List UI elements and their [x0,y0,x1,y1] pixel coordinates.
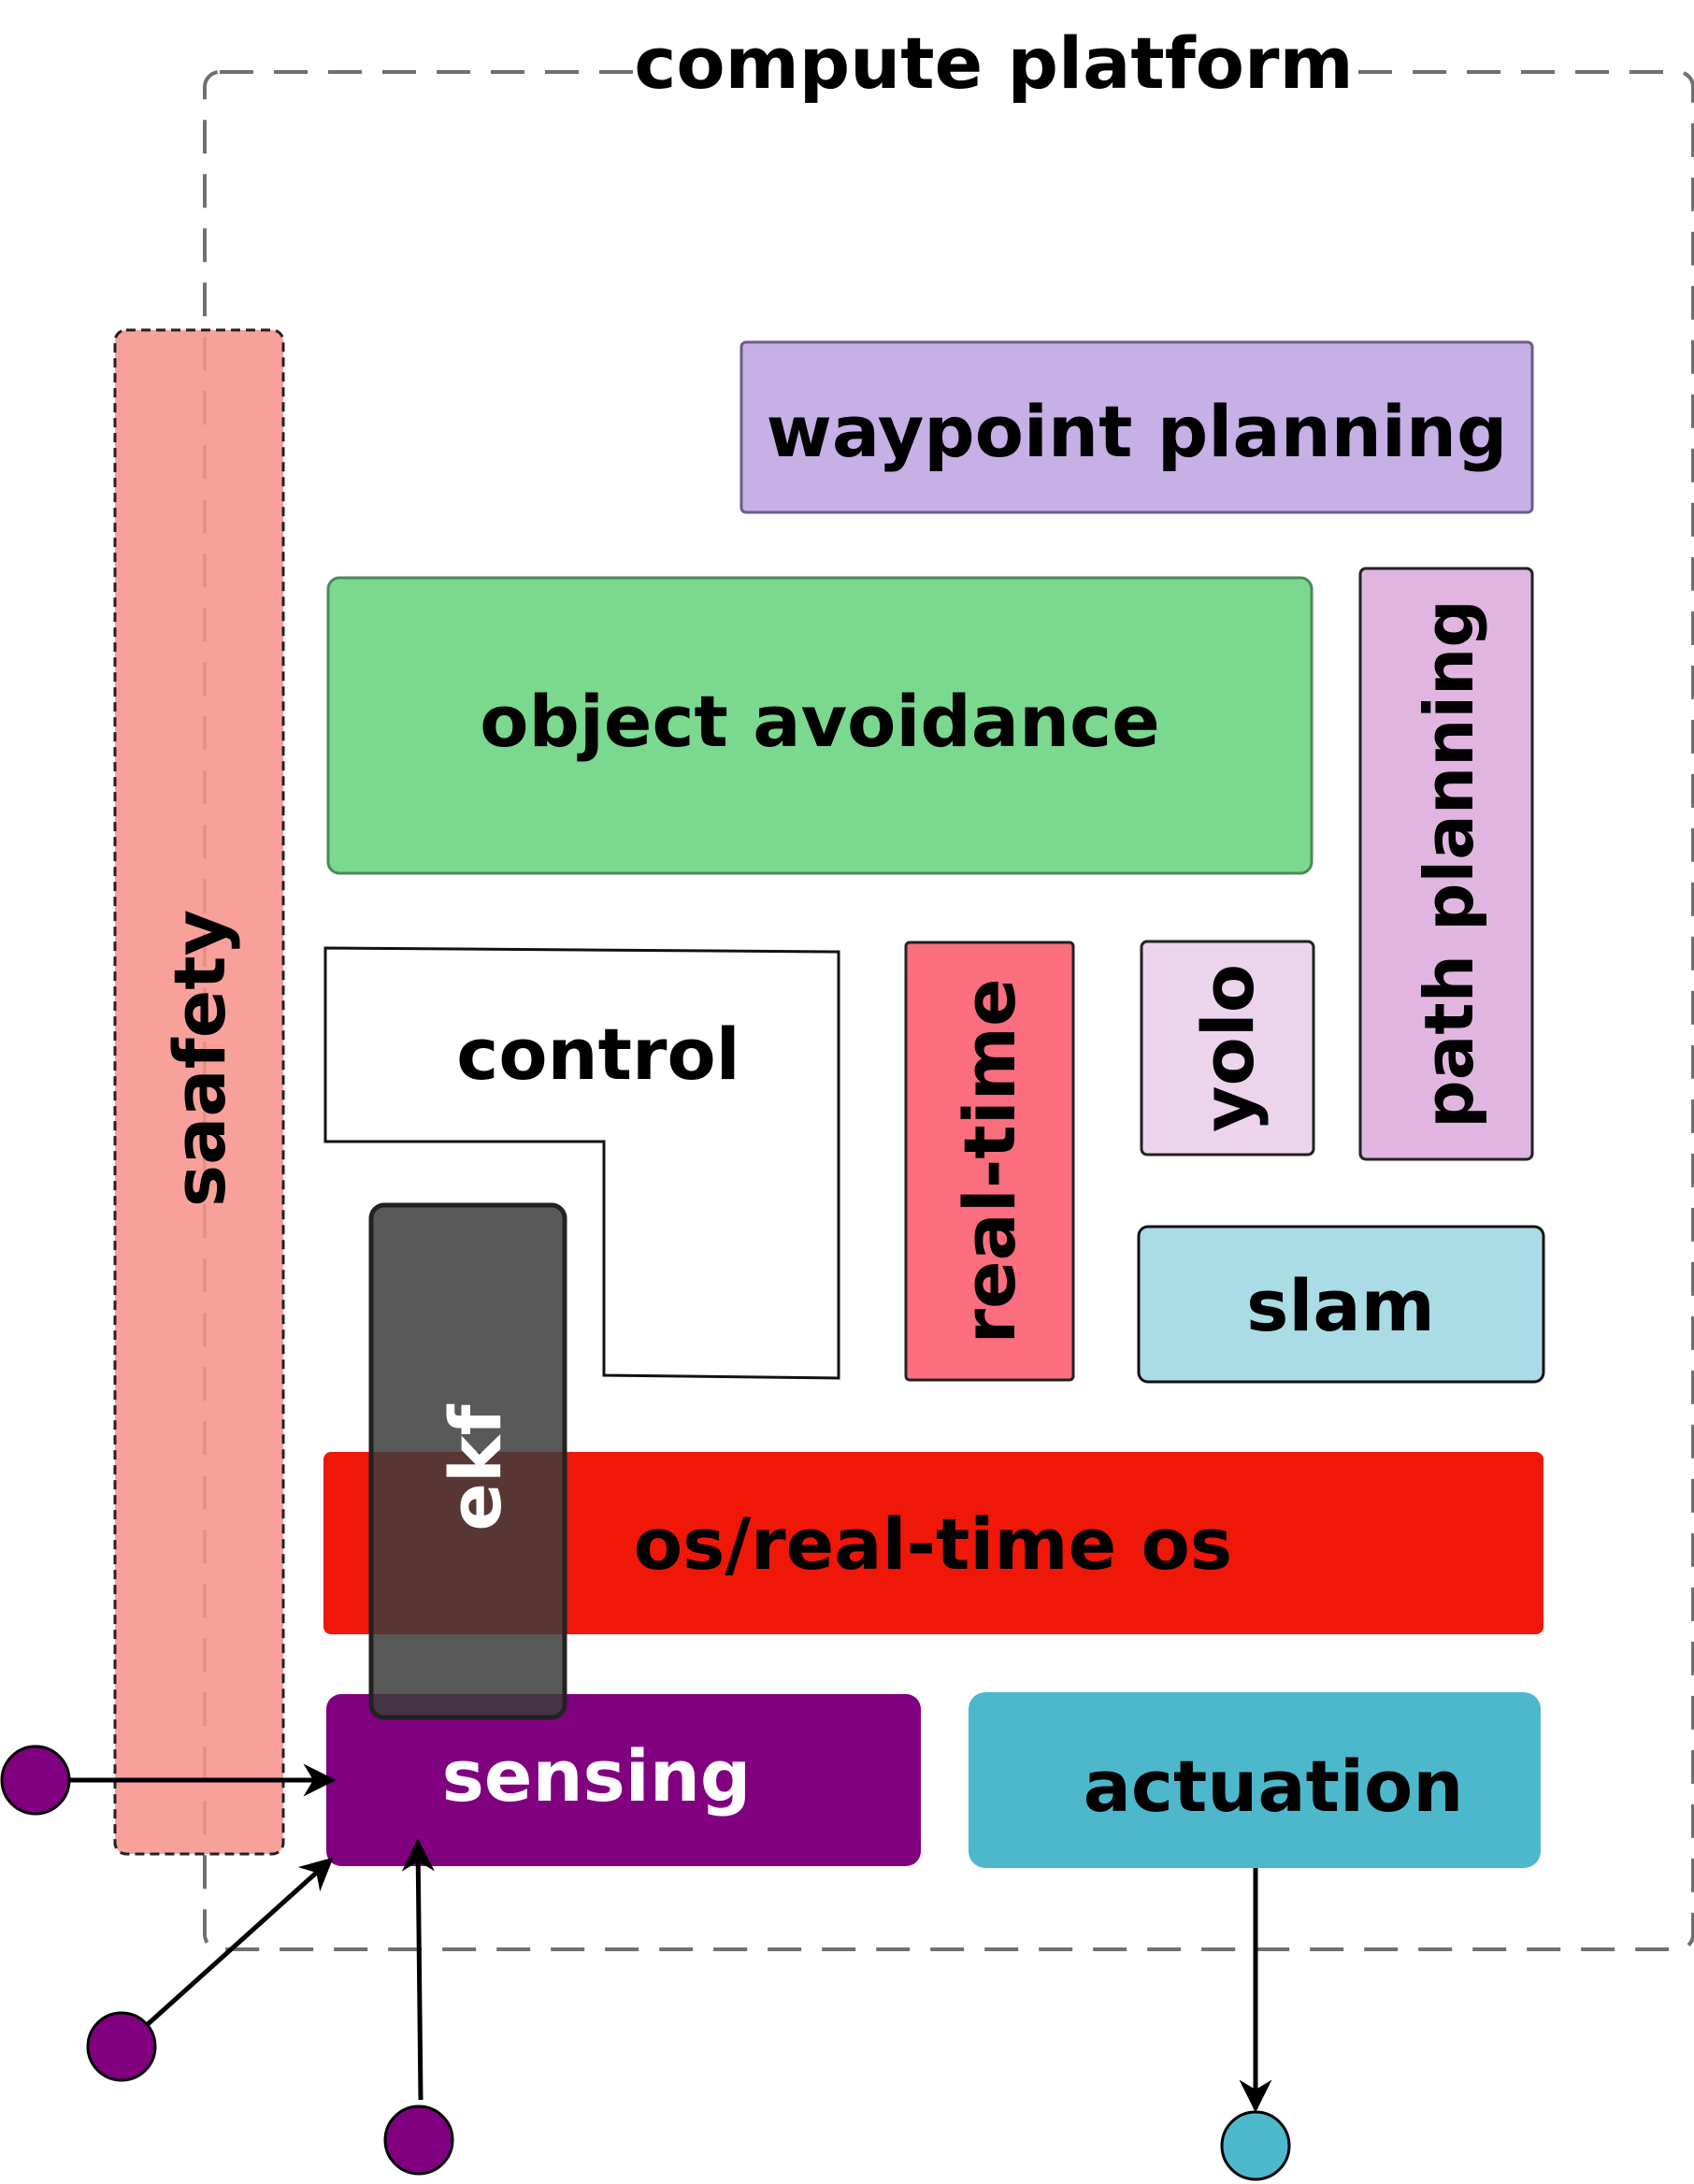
os-block[interactable] [323,1452,1543,1634]
slam-label: slam [1246,1264,1435,1347]
slam-block[interactable] [1137,1225,1545,1384]
sensor-node-bottom[interactable] [383,2105,454,2176]
sensor-node-diagonal[interactable] [86,2011,157,2082]
real-time-block[interactable] [904,941,1075,1382]
sensor-input-arrow-bottom [401,1838,435,2101]
sensing-block[interactable] [326,1694,921,1866]
yolo-label: yolo [1186,964,1270,1132]
sensing-label: sensing [442,1734,752,1818]
path-planning-label: path planning [1410,599,1488,1128]
control-label: control [456,1013,739,1096]
path-planning-block[interactable] [1358,567,1534,1161]
ekf-block[interactable] [368,1202,567,1720]
ekf-label: ekf [434,1403,517,1530]
os-label: os/real-time os [634,1502,1232,1586]
real-time-label: real-time [948,978,1031,1343]
yolo-block[interactable] [1140,940,1315,1157]
actuation-label: actuation [1084,1745,1464,1828]
safety-block[interactable] [113,328,285,1856]
waypoint-planning-block[interactable] [739,340,1534,514]
object-avoidance-block[interactable] [326,576,1314,875]
title-backdrop [645,19,1346,112]
safety-label: saafety [158,910,241,1207]
actuation-block[interactable] [969,1692,1541,1868]
actuator-node[interactable] [1220,2110,1291,2181]
waypoint-planning-label: waypoint planning [767,390,1508,473]
sensor-input-arrow-diagonal [145,1857,334,2027]
control-block[interactable] [323,946,840,1380]
sensor-node-left[interactable] [0,1745,71,1816]
object-avoidance-label: object avoidance [480,680,1160,763]
compute-platform-title: compute platform [634,22,1353,105]
